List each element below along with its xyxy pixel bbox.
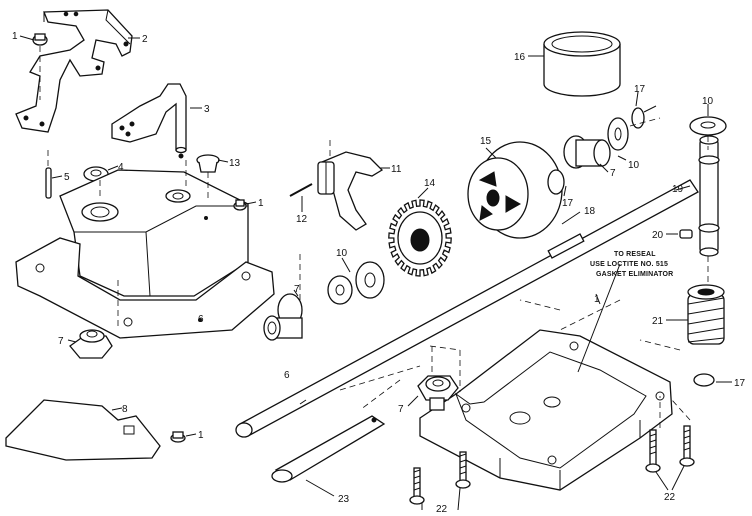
callout-10-right: 10 — [628, 160, 640, 171]
callout-17-bottom: 17 — [734, 378, 746, 389]
sealant-note-line-3: GASKET ELIMINATOR — [596, 271, 673, 278]
leader-lines — [19, 35, 732, 511]
part-strap-23 — [271, 415, 386, 483]
sealant-note-line-1: TO RESEAL — [614, 251, 656, 258]
part-bushing-7-lower — [417, 375, 459, 411]
callout-1-sealant: 1 — [594, 294, 600, 305]
callout-16: 16 — [514, 52, 526, 63]
part-lever-3 — [111, 83, 187, 159]
part-plug-13 — [196, 154, 220, 173]
part-screw-1-housing — [233, 199, 247, 211]
part-bushing-7-right — [563, 135, 611, 169]
part-shaft-19 — [698, 135, 720, 257]
part-fork-11 — [317, 151, 384, 231]
part-pin-20 — [679, 229, 693, 239]
part-sleeve-16 — [543, 31, 621, 97]
part-ring-17-bottom — [693, 373, 715, 387]
callout-21: 21 — [652, 316, 664, 327]
callout-1-housing: 1 — [258, 198, 264, 209]
part-upper-housing — [15, 169, 275, 339]
callout-14: 14 — [424, 178, 436, 189]
callout-6-housing: 6 — [198, 314, 204, 325]
sealant-note: TO RESEAL USE LOCTITE NO. 515 GASKET ELI… — [590, 251, 673, 278]
callout-2: 2 — [142, 34, 148, 45]
part-bushing-7-center — [263, 293, 303, 341]
part-bolts-22 — [409, 425, 695, 505]
part-screw-1-gasket — [170, 431, 186, 443]
callout-22-right: 22 — [664, 492, 676, 503]
part-washer-10-right — [607, 117, 629, 151]
callout-6-shaft: 6 — [284, 370, 290, 381]
callout-7-right: 7 — [610, 168, 616, 179]
callout-10-top: 10 — [702, 96, 714, 107]
callout-labels: 1 2 3 4 5 13 1 7 8 1 6 11 12 14 10 7 6 1… — [12, 31, 746, 515]
callout-13: 13 — [229, 158, 241, 169]
callout-23: 23 — [338, 494, 350, 505]
callout-7-lower: 7 — [398, 404, 404, 415]
callout-12: 12 — [296, 214, 308, 225]
callout-17-top: 17 — [634, 84, 646, 95]
assembly-lines — [47, 117, 709, 428]
callout-4: 4 — [118, 162, 124, 173]
callout-22-left: 22 — [436, 504, 448, 515]
callout-1-gasket: 1 — [198, 430, 204, 441]
callout-17-mid: 17 — [562, 198, 574, 209]
part-washer-10-pair — [327, 261, 385, 305]
callout-19: 19 — [672, 184, 684, 195]
callout-5: 5 — [64, 172, 70, 183]
part-screw-1 — [32, 33, 48, 100]
part-gasket-8 — [5, 399, 161, 461]
sealant-note-line-2: USE LOCTITE NO. 515 — [590, 261, 668, 268]
callout-1: 1 — [12, 31, 18, 42]
callout-7-center: 7 — [294, 284, 300, 295]
part-bushing-7-left — [69, 329, 113, 359]
part-ring-17-mid — [547, 169, 565, 195]
callout-7-left: 7 — [58, 336, 64, 347]
callout-18: 18 — [584, 206, 596, 217]
part-bracket-2 — [15, 9, 133, 133]
part-gear-14 — [388, 199, 452, 277]
callout-11: 11 — [391, 164, 402, 175]
part-washer-10-top — [689, 116, 727, 136]
callout-8: 8 — [122, 404, 128, 415]
part-pin-12 — [289, 183, 313, 197]
part-pin-5 — [45, 167, 52, 199]
callout-20: 20 — [652, 230, 664, 241]
part-clutch-15 — [467, 141, 563, 239]
part-shaft-6 — [235, 179, 699, 438]
callout-10-center: 10 — [336, 248, 348, 259]
part-worm-21 — [687, 284, 725, 345]
callout-15: 15 — [480, 136, 492, 147]
callout-3: 3 — [204, 104, 210, 115]
part-lower-housing — [419, 329, 673, 491]
